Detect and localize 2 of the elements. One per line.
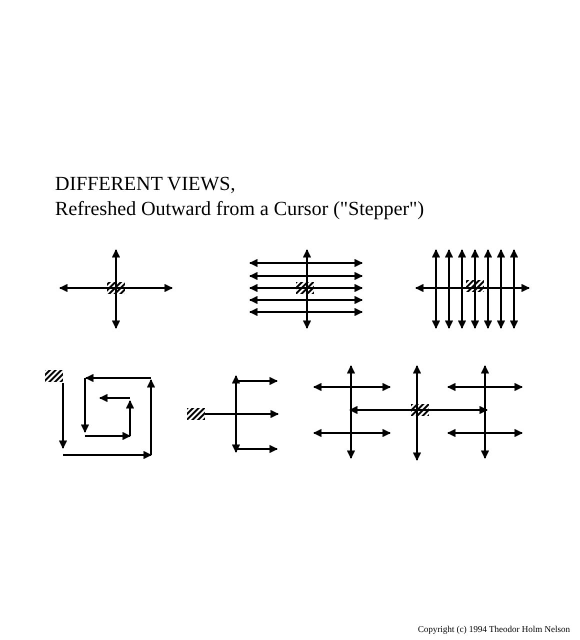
title: DIFFERENT VIEWS, Refreshed Outward from a Cursor ("Stepper") [55,172,424,222]
copyright-note: Copyright (c) 1994 Theodor Holm Nelson [418,624,570,634]
